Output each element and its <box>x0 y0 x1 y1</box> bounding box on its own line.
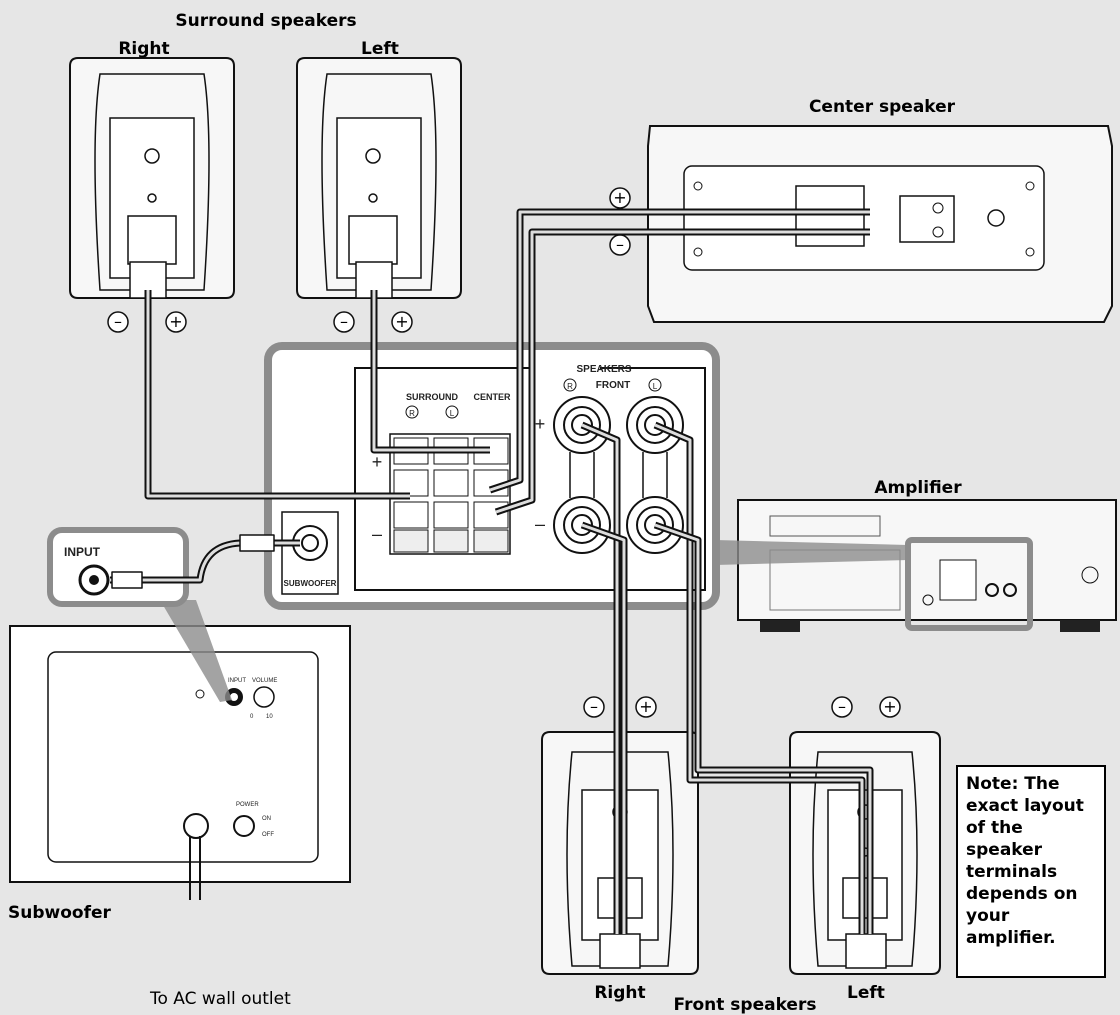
surround-right-speaker <box>69 57 235 299</box>
center-label: CENTER <box>473 392 511 402</box>
minus-sign: – <box>340 312 348 331</box>
input-callout-label: INPUT <box>64 545 101 559</box>
plus-sign: + <box>883 697 896 716</box>
plus-label: + <box>372 452 383 472</box>
surround-left-speaker <box>296 57 462 299</box>
ac-outlet-label: To AC wall outlet <box>149 989 291 1009</box>
surround-speakers-title: Surround speakers <box>175 11 356 31</box>
plus-sign: + <box>639 697 652 716</box>
surround-left-label: Left <box>361 39 399 59</box>
amp-terminal-zoom <box>264 342 908 610</box>
plus-sign: + <box>169 312 182 331</box>
plus-label: + <box>535 414 546 434</box>
off-label: OFF <box>262 832 274 838</box>
vol-min: 0 <box>250 714 254 720</box>
input-small-label: INPUT <box>228 678 246 684</box>
minus-sign: – <box>590 697 598 716</box>
subwoofer-title: Subwoofer <box>8 903 112 923</box>
center-speaker-title: Center speaker <box>809 97 956 117</box>
vol-max: 10 <box>266 714 273 720</box>
speaker-cables <box>110 208 874 934</box>
power-label: POWER <box>236 802 259 808</box>
speakers-label: SPEAKERS <box>576 364 631 375</box>
minus-sign: – <box>838 697 846 716</box>
minus-label: – <box>535 514 545 534</box>
front-speakers-title: Front speakers <box>674 995 817 1015</box>
minus-label: – <box>372 524 382 544</box>
surround-right-label: Right <box>118 39 169 59</box>
subwoofer-panel-labels: INPUT INPUT VOLUME 0 10 POWER ON OFF <box>64 545 277 838</box>
amp-panel-labels: SPEAKERS FRONT R L SURROUND CENTER R L +… <box>284 364 662 588</box>
volume-label: VOLUME <box>252 678 277 684</box>
front-right-label: Right <box>594 983 645 1003</box>
center-speaker <box>647 125 1113 323</box>
on-label: ON <box>262 816 271 822</box>
r-mark: R <box>409 409 415 418</box>
l-mark: L <box>450 409 455 418</box>
minus-sign: – <box>616 235 624 254</box>
subwoofer-unit <box>9 527 351 900</box>
subwoofer-jack-label: SUBWOOFER <box>284 579 337 588</box>
surround-label: SURROUND <box>406 392 459 402</box>
plus-sign: + <box>613 188 626 207</box>
note-box: Note: The exact layout of the speaker te… <box>956 765 1106 978</box>
front-label: FRONT <box>596 380 630 391</box>
plus-sign: + <box>395 312 408 331</box>
main-labels: Surround speakers Right Left Center spea… <box>8 11 962 1015</box>
polarity-markers: – + – + + – – + – + <box>107 187 901 718</box>
minus-sign: – <box>114 312 122 331</box>
amplifier-title: Amplifier <box>874 478 962 498</box>
front-left-label: Left <box>847 983 885 1003</box>
r-mark: R <box>567 382 573 391</box>
amplifier-unit <box>737 499 1117 632</box>
l-mark: L <box>653 382 658 391</box>
